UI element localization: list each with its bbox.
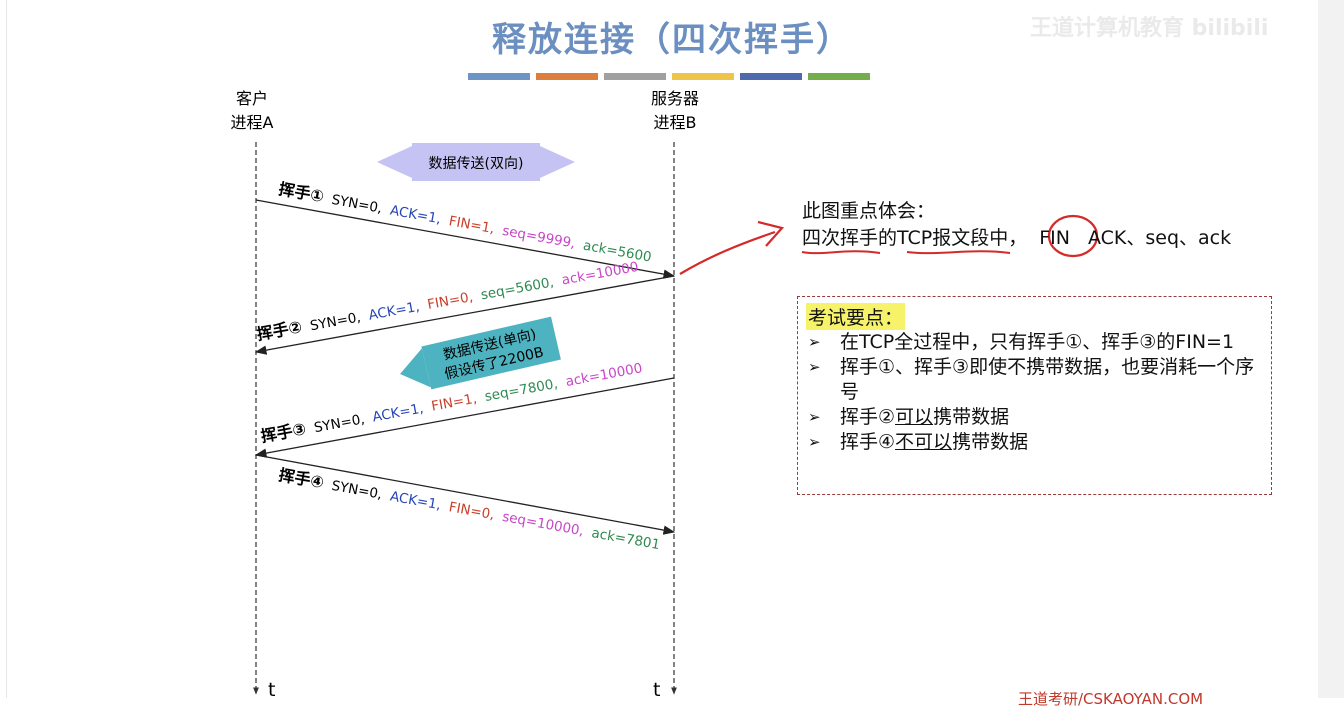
exam-item-4: ➢ 挥手④不可以携带数据 [808, 430, 1268, 455]
handshake-1-text: 挥手① SYN=0, ACK=1, FIN=1, seq=9999, ack=5… [277, 179, 653, 265]
exam-item-3-post: 携带数据 [933, 406, 1010, 428]
handshake-2-text: 挥手② SYN=0, ACK=1, FIN=0, seq=5600, ack=1… [255, 256, 639, 344]
color-bars [468, 73, 870, 80]
handshake-2-label: 挥手② [255, 317, 303, 344]
notes-fin: FIN [1039, 227, 1070, 249]
handshake-4-ack: ack=7801 [590, 525, 661, 553]
handshake-2-seq: seq=5600, [480, 274, 556, 303]
left-edge [6, 0, 7, 698]
handshake-4-syn: SYN=0, [330, 478, 383, 503]
exam-item-4-underlined: 不可以 [895, 431, 953, 453]
exam-item-3: ➢ 挥手②可以携带数据 [808, 405, 1268, 430]
server-label-2: 进程B [654, 113, 697, 132]
notes-line: 四次挥手的TCP报文段中， FIN ACK、seq、ack [802, 223, 1231, 250]
handshake-2-syn: SYN=0, [309, 309, 362, 334]
color-bar-3 [604, 73, 666, 80]
handshake-4-text: 挥手④ SYN=0, ACK=1, FIN=0, seq=10000, ack=… [277, 465, 661, 553]
right-scroll-area [1318, 0, 1344, 698]
color-bar-1 [468, 73, 530, 80]
exam-item-2: ➢ 挥手①、挥手③即使不携带数据，也要消耗一个序号 [808, 355, 1268, 405]
annotation-arrow [679, 230, 776, 275]
exam-item-1: ➢ 在TCP全过程中，只有挥手①、挥手③的FIN=1 [808, 330, 1268, 355]
bullet-icon: ➢ [808, 358, 821, 376]
handshake-1-arrow [255, 199, 676, 279]
fin-circle [1047, 214, 1099, 258]
client-label-1: 客户 [236, 89, 268, 108]
color-bar-2 [536, 73, 598, 80]
exam-item-3-underlined: 可以 [895, 406, 934, 428]
handshake-3-fin: FIN=1, [430, 391, 478, 415]
bidirectional-box [412, 143, 540, 181]
notes-part1: 四次挥手的 [802, 227, 898, 249]
note-underline-1 [801, 250, 881, 255]
handshake-2-fin: FIN=0, [426, 289, 474, 313]
server-time-label: t [653, 679, 660, 698]
exam-title: 考试要点： [806, 303, 906, 330]
handshake-4-arrow [255, 454, 676, 535]
handshake-3-syn: SYN=0, [313, 411, 366, 436]
color-bar-6 [808, 73, 870, 80]
color-bar-5 [740, 73, 802, 80]
handshake-3-arrow [254, 377, 675, 458]
bullet-icon: ➢ [808, 333, 821, 351]
notes-rest: ACK、seq、ack [1088, 227, 1232, 249]
bidirectional-label: 数据传送(双向) [429, 156, 524, 172]
annotation-arrowhead [757, 220, 785, 247]
handshake-3-label: 挥手③ [259, 419, 307, 446]
server-label-1: 服务器 [651, 89, 699, 108]
handshake-1-syn: SYN=0, [330, 192, 383, 217]
notes-title: 此图重点体会： [802, 200, 936, 222]
exam-item-4-pre: 挥手④ [840, 431, 896, 453]
watermark: 王道计算机教育 bilibili [1030, 16, 1269, 41]
bullet-icon: ➢ [808, 408, 821, 426]
client-label-2: 进程A [231, 113, 274, 132]
one-way-arrowhead [400, 348, 431, 388]
handshake-3-seq: seq=7800, [483, 376, 559, 405]
note-underline-2 [906, 250, 1011, 255]
handshake-1-ack-flag: ACK=1, [389, 202, 443, 227]
exam-box [797, 296, 1272, 495]
handshake-2-ack-flag: ACK=1, [367, 299, 421, 324]
footer-text: 王道考研/CSKAOYAN.COM [1018, 690, 1204, 708]
notes-part3: 中， [989, 227, 1028, 249]
exam-item-2-text: 挥手①、挥手③即使不携带数据，也要消耗一个序号 [840, 356, 1255, 403]
bullet-icon: ➢ [808, 433, 821, 451]
one-way-box [421, 316, 561, 390]
handshake-2-arrow [254, 275, 675, 355]
color-bar-4 [672, 73, 734, 80]
client-time-label: t [268, 679, 275, 698]
handshake-4-label: 挥手④ [277, 465, 325, 492]
handshake-3-ack-flag: ACK=1, [371, 400, 425, 425]
notes-part2: TCP报文段 [897, 227, 990, 249]
handshake-4-fin: FIN=0, [448, 499, 496, 523]
exam-item-4-post: 携带数据 [952, 431, 1029, 453]
handshake-4-ack-flag: ACK=1, [389, 488, 443, 513]
handshake-1-seq: seq=9999, [501, 223, 577, 252]
exam-item-3-pre: 挥手② [840, 406, 896, 428]
page-title: 释放连接（四次挥手） [492, 20, 852, 60]
exam-list: ➢ 在TCP全过程中，只有挥手①、挥手③的FIN=1 ➢ 挥手①、挥手③即使不携带数… [808, 330, 1268, 455]
exam-item-1-text: 在TCP全过程中，只有挥手①、挥手③的FIN=1 [840, 331, 1235, 353]
handshake-1-label: 挥手① [277, 179, 325, 206]
handshake-1-fin: FIN=1, [448, 213, 496, 237]
